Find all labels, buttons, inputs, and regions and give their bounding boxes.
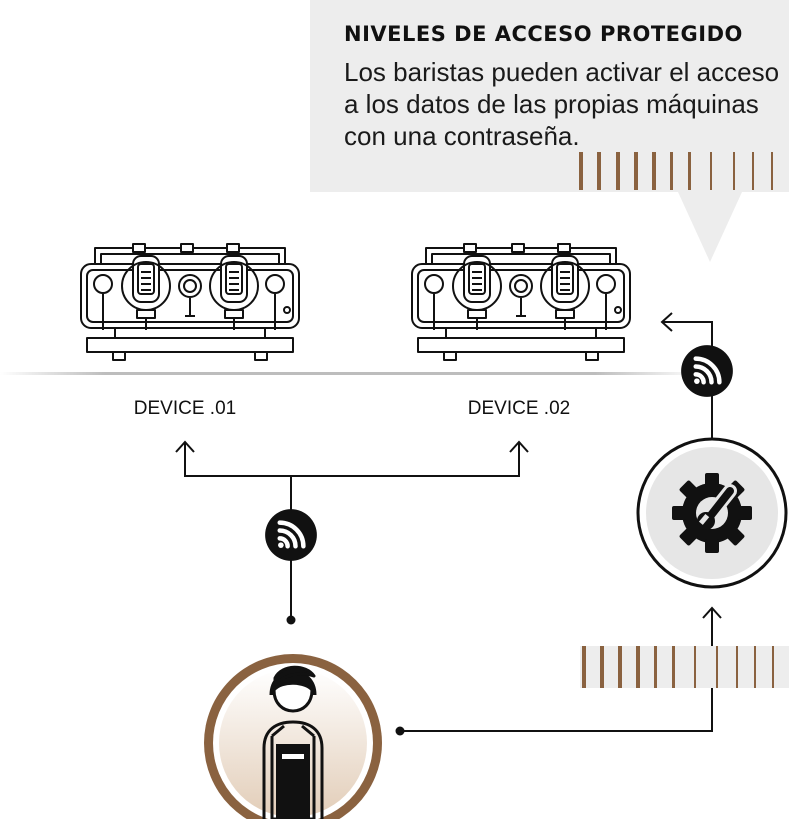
floor-line — [0, 372, 700, 375]
callout: NIVELES DE ACCESO PROTEGIDO Los baristas… — [0, 0, 789, 260]
gear-wrench-icon — [672, 473, 752, 553]
callout-line: a los datos de las propias máquinas — [344, 89, 759, 119]
connection-dot — [286, 615, 296, 625]
stripe-block — [580, 646, 789, 688]
callout-title: NIVELES DE ACCESO PROTEGIDO — [344, 22, 743, 46]
espresso-machine-1 — [80, 243, 300, 361]
callout-panel — [310, 0, 789, 262]
device-label-1: DEVICE .01 — [133, 398, 237, 419]
settings-node — [636, 437, 788, 589]
wifi-icon — [265, 509, 317, 561]
callout-line: con una contraseña. — [344, 121, 580, 151]
barista-avatar-icon — [262, 665, 324, 819]
connection-dot — [395, 726, 405, 736]
barista-node — [204, 654, 382, 819]
callout-stripes — [579, 152, 773, 190]
espresso-machine-2 — [411, 243, 631, 361]
callout-line: Los baristas pueden activar el acceso — [344, 57, 780, 87]
wifi-icon — [681, 345, 733, 397]
device-label-2: DEVICE .02 — [467, 398, 571, 419]
callout-body: Los baristas pueden activar el acceso a … — [344, 56, 784, 152]
